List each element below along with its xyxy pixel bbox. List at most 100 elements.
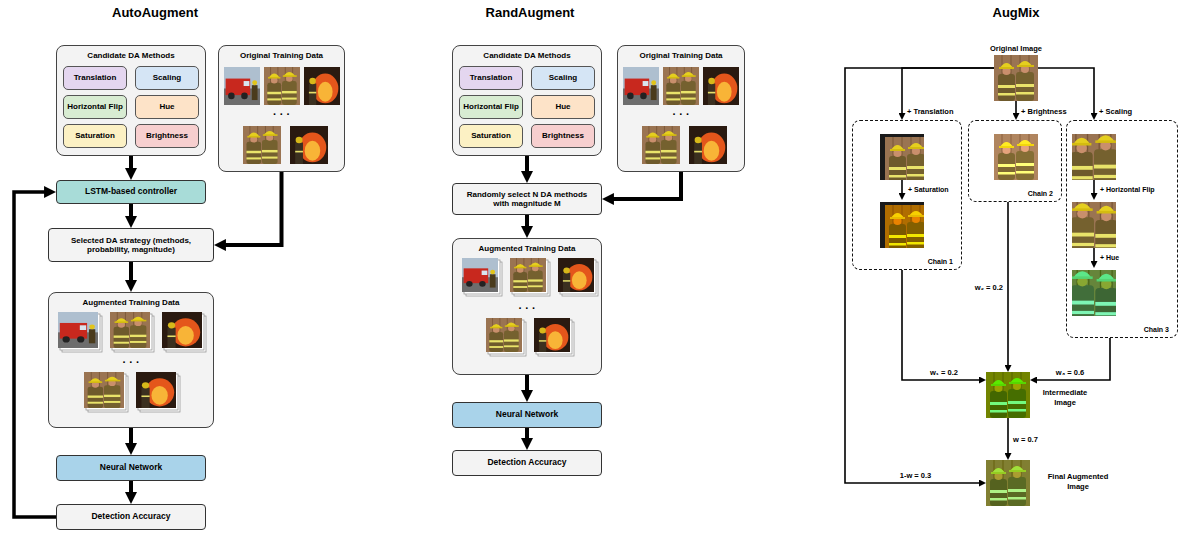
flow-arrow bbox=[1007, 202, 1009, 370]
box-label: Randomly select N DA methods with magnit… bbox=[459, 190, 595, 208]
box-label: Original Training Data bbox=[618, 51, 744, 60]
edge-label: + Scaling bbox=[1098, 107, 1133, 116]
flow-arrow bbox=[845, 68, 994, 483]
method-chip: Hue bbox=[531, 95, 595, 119]
flow-arrow bbox=[1007, 418, 1009, 458]
method-chip: Hue bbox=[135, 95, 199, 119]
box-label: Final Augmented Image bbox=[1036, 472, 1120, 491]
ellipsis-mark: · · · bbox=[219, 108, 344, 120]
edge-label: 1-w = 0.3 bbox=[899, 471, 932, 480]
box-label: Hue bbox=[555, 103, 570, 112]
method-pool: Candidate DA MethodsTranslation ScalingHo… bbox=[452, 45, 602, 156]
ellipsis-mark: · · · bbox=[618, 108, 744, 120]
controller-box: LSTM-based controller bbox=[56, 180, 206, 204]
edge-label: + Translation bbox=[906, 107, 954, 116]
metric-box: Detection Accuracy bbox=[452, 450, 602, 476]
box-label: Intermediate Image bbox=[1036, 388, 1094, 407]
method-chip: Horizontal Flip bbox=[63, 95, 127, 119]
flow-arrow bbox=[129, 156, 133, 175]
box-label: Neural Network bbox=[100, 463, 162, 473]
box-label: Chain 3 bbox=[1144, 325, 1169, 334]
network-box: Neural Network bbox=[56, 455, 206, 481]
flow-arrow bbox=[129, 428, 133, 450]
network-box: Neural Network bbox=[452, 402, 602, 428]
edge-label: w₁ = 0.2 bbox=[929, 368, 959, 377]
box-label: Horizontal Flip bbox=[67, 103, 123, 112]
box-label: Selected DA strategy (methods, probabili… bbox=[55, 236, 207, 254]
dataset-thumbnails bbox=[617, 45, 745, 172]
panel-title: AugMix bbox=[993, 5, 1040, 21]
dataset-thumbnails bbox=[218, 45, 345, 172]
box-label: Candidate DA Methods bbox=[57, 51, 205, 60]
method-chip: Saturation bbox=[63, 124, 127, 148]
flow-arrow bbox=[607, 172, 681, 199]
edge-label: w₂ = 0.2 bbox=[974, 283, 1004, 292]
flow-arrow bbox=[902, 68, 994, 118]
flow-arrow bbox=[129, 262, 133, 287]
box-label: Hue bbox=[159, 103, 174, 112]
box-label: Detection Accuracy bbox=[487, 458, 566, 468]
flow-arrow bbox=[129, 481, 133, 499]
metric-box: Detection Accuracy bbox=[56, 504, 206, 530]
panel-title: RandAugment bbox=[486, 5, 575, 21]
method-chip: Brightness bbox=[531, 124, 595, 148]
box-label: Brightness bbox=[146, 132, 188, 141]
image-frame: Intermediate Image bbox=[986, 372, 1030, 418]
box-label: Chain 1 bbox=[928, 257, 953, 266]
method-chip: Horizontal Flip bbox=[459, 95, 523, 119]
flow-arrow bbox=[1032, 338, 1110, 380]
edge-label: + Brightness bbox=[1020, 107, 1068, 116]
flow-arrow bbox=[902, 270, 984, 380]
box-label: Neural Network bbox=[496, 410, 558, 420]
strategy-box: Selected DA strategy (methods, probabili… bbox=[48, 228, 214, 262]
panel-title: AutoAugment bbox=[112, 5, 198, 21]
flow-arrow bbox=[219, 172, 282, 245]
edge-label: w₃ = 0.6 bbox=[1055, 368, 1085, 377]
dataset-panel: Augmented Training Data· · · bbox=[452, 238, 602, 375]
operation-label: + Hue bbox=[1099, 253, 1120, 262]
box-label: LSTM-based controller bbox=[85, 187, 177, 197]
image-frame: Final Augmented Image bbox=[986, 460, 1030, 506]
box-label: Chain 2 bbox=[1028, 189, 1053, 198]
box-label: Detection Accuracy bbox=[91, 512, 170, 522]
method-chip: Scaling bbox=[531, 66, 595, 90]
box-label: Horizontal Flip bbox=[463, 103, 519, 112]
box-label: Candidate DA Methods bbox=[453, 51, 601, 60]
box-label: Augmented Training Data bbox=[453, 244, 601, 253]
dataset-panel: Original Training Data · · · bbox=[617, 45, 745, 172]
method-chip: Brightness bbox=[135, 124, 199, 148]
box-label: Augmented Training Data bbox=[49, 298, 213, 307]
flow-arrow bbox=[525, 375, 529, 397]
box-label: Original Image bbox=[990, 44, 1042, 53]
augmented-thumbnails bbox=[48, 292, 214, 428]
augmix-images bbox=[880, 55, 1122, 506]
method-chip: Translation bbox=[459, 66, 523, 90]
ellipsis-mark: · · · bbox=[49, 356, 213, 368]
edge-label: w = 0.7 bbox=[1012, 435, 1039, 444]
flow-arrow bbox=[129, 204, 133, 223]
flow-arrow bbox=[525, 215, 529, 233]
box-label: Saturation bbox=[75, 132, 115, 141]
method-chip: Translation bbox=[63, 66, 127, 90]
augmented-thumbnails bbox=[452, 238, 602, 375]
box-label: Scaling bbox=[153, 74, 181, 83]
image-frame: Original Image bbox=[994, 55, 1038, 101]
method-chip: Scaling bbox=[135, 66, 199, 90]
chain-region: Chain 2 bbox=[968, 120, 1062, 202]
chain-region: Chain 1 bbox=[852, 120, 962, 270]
box-label: Brightness bbox=[542, 132, 584, 141]
box-label: Scaling bbox=[549, 74, 577, 83]
box-label: Original Training Data bbox=[219, 51, 344, 60]
operation-label: + Saturation bbox=[907, 185, 950, 194]
dataset-panel: Augmented Training Data · · · bbox=[48, 292, 214, 428]
selection-box: Randomly select N DA methods with magnit… bbox=[452, 183, 602, 215]
flow-arrow bbox=[1015, 101, 1017, 118]
method-pool: Candidate DA MethodsTranslation ScalingHo… bbox=[56, 45, 206, 156]
flow-arrow bbox=[525, 428, 529, 445]
operation-label: + Horizontal Flip bbox=[1099, 185, 1156, 194]
chain-region: Chain 3 bbox=[1066, 120, 1178, 338]
box-label: Saturation bbox=[471, 132, 511, 141]
method-chip: Saturation bbox=[459, 124, 523, 148]
dataset-panel: Original Training Data · · · bbox=[218, 45, 345, 172]
box-label: Translation bbox=[470, 74, 513, 83]
